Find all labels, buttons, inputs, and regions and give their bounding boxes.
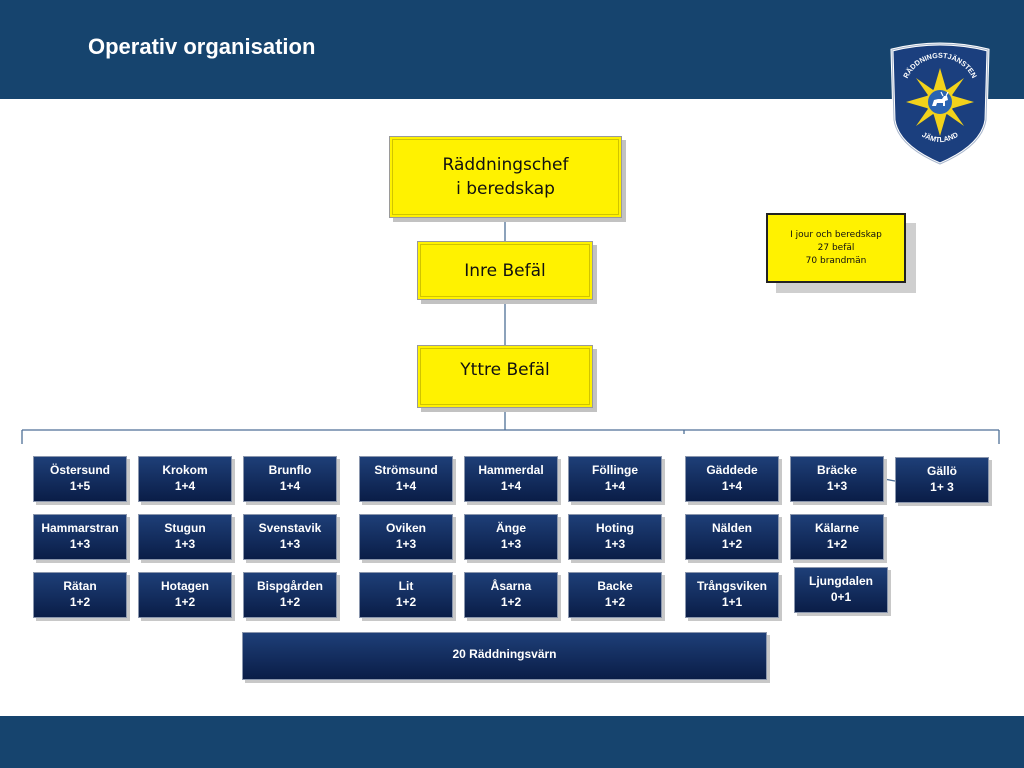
station-name: Hoting — [596, 521, 634, 535]
station-name: Lit — [398, 579, 414, 593]
station-name: Gäddede — [706, 463, 758, 477]
station-crew: 0+1 — [830, 590, 852, 604]
station-crew: 1+5 — [69, 479, 91, 493]
station-box: Oviken 1+3 — [359, 514, 453, 560]
outer-officer-box: Yttre Befäl — [417, 345, 593, 408]
station-name: Bräcke — [816, 463, 858, 477]
station-box: Åsarna 1+2 — [464, 572, 558, 618]
svg-text:JÄMTLAND: JÄMTLAND — [920, 130, 959, 144]
chief-title: Räddningschef — [442, 155, 569, 175]
inner-officer-label: Inre Befäl — [464, 260, 546, 281]
station-box: Brunflo 1+4 — [243, 456, 337, 502]
station-box: Hammerdal 1+4 — [464, 456, 558, 502]
station-box: Stugun 1+3 — [138, 514, 232, 560]
station-name: Hotagen — [161, 579, 209, 593]
station-box: Änge 1+3 — [464, 514, 558, 560]
station-name: Hammerdal — [478, 463, 544, 477]
station-box: Östersund 1+5 — [33, 456, 127, 502]
station-box: Hoting 1+3 — [568, 514, 662, 560]
volunteer-units-label: 20 Räddningsvärn — [452, 647, 557, 661]
station-box: Strömsund 1+4 — [359, 456, 453, 502]
station-crew: 1+1 — [721, 595, 743, 609]
station-crew: 1+ 3 — [930, 480, 954, 494]
info-line: 70 brandmän — [805, 256, 867, 266]
station-name: Nälden — [711, 521, 752, 535]
station-box: Nälden 1+2 — [685, 514, 779, 560]
shield-icon: RÄDDNINGSTJÄNSTEN JÄMTLAND — [890, 42, 990, 166]
station-box: Kälarne 1+2 — [790, 514, 884, 560]
station-crew: 1+2 — [826, 537, 848, 551]
station-crew: 1+3 — [500, 537, 522, 551]
station-name: Gällö — [926, 464, 957, 478]
info-line: I jour och beredskap — [790, 230, 882, 240]
info-line: 27 befäl — [817, 243, 855, 253]
station-crew: 1+3 — [395, 537, 417, 551]
station-box: Backe 1+2 — [568, 572, 662, 618]
station-box: Hammarstran 1+3 — [33, 514, 127, 560]
station-name: Svenstavik — [258, 521, 322, 535]
station-crew: 1+3 — [604, 537, 626, 551]
station-name: Ljungdalen — [809, 574, 873, 588]
station-name: Oviken — [385, 521, 427, 535]
station-box: Lit 1+2 — [359, 572, 453, 618]
footer-bar — [0, 716, 1024, 768]
station-name: Bispgården — [256, 579, 323, 593]
inner-officer-box: Inre Befäl — [417, 241, 593, 300]
header-bar: Operativ organisation — [0, 0, 1024, 99]
station-crew: 1+3 — [174, 537, 196, 551]
station-crew: 1+2 — [604, 595, 626, 609]
station-crew: 1+2 — [279, 595, 301, 609]
station-crew: 1+3 — [826, 479, 848, 493]
station-box: Ljungdalen 0+1 — [794, 567, 888, 613]
station-name: Åsarna — [490, 579, 532, 593]
station-crew: 1+2 — [500, 595, 522, 609]
chief-on-duty-box: Räddningschef i beredskap — [389, 136, 622, 218]
outer-officer-label: Yttre Befäl — [460, 359, 550, 380]
station-name: Änge — [496, 521, 526, 535]
staffing-info-box: I jour och beredskap 27 befäl 70 brandmä… — [766, 213, 906, 283]
chief-subtitle: i beredskap — [456, 179, 555, 199]
station-crew: 1+4 — [721, 479, 743, 493]
station-box: Hotagen 1+2 — [138, 572, 232, 618]
station-box: Bispgården 1+2 — [243, 572, 337, 618]
station-name: Backe — [597, 579, 633, 593]
station-box: Svenstavik 1+3 — [243, 514, 337, 560]
station-box: Rätan 1+2 — [33, 572, 127, 618]
station-crew: 1+4 — [604, 479, 626, 493]
station-crew: 1+2 — [395, 595, 417, 609]
station-crew: 1+3 — [279, 537, 301, 551]
station-crew: 1+2 — [721, 537, 743, 551]
volunteer-units-box: 20 Räddningsvärn — [242, 632, 767, 680]
station-name: Hammarstran — [41, 521, 119, 535]
station-name: Krokom — [162, 463, 208, 477]
station-name: Rätan — [63, 579, 97, 593]
station-box: Bräcke 1+3 — [790, 456, 884, 502]
station-crew: 1+4 — [500, 479, 522, 493]
station-box: Trångsviken 1+1 — [685, 572, 779, 618]
station-name: Brunflo — [268, 463, 312, 477]
station-name: Östersund — [49, 463, 110, 477]
station-box: Krokom 1+4 — [138, 456, 232, 502]
station-name: Kälarne — [814, 521, 860, 535]
raddningstjansten-logo: RÄDDNINGSTJÄNSTEN JÄMTLAND — [886, 42, 994, 166]
station-crew: 1+4 — [174, 479, 196, 493]
station-name: Trångsviken — [696, 579, 768, 593]
station-crew: 1+2 — [174, 595, 196, 609]
station-name: Strömsund — [374, 463, 438, 477]
station-crew: 1+3 — [69, 537, 91, 551]
station-crew: 1+4 — [279, 479, 301, 493]
station-box: Gällö 1+ 3 — [895, 457, 989, 503]
station-crew: 1+2 — [69, 595, 91, 609]
page-title: Operativ organisation — [88, 34, 316, 59]
station-name: Stugun — [164, 521, 206, 535]
station-box: Gäddede 1+4 — [685, 456, 779, 502]
station-crew: 1+4 — [395, 479, 417, 493]
station-name: Föllinge — [592, 463, 638, 477]
station-box: Föllinge 1+4 — [568, 456, 662, 502]
logo-bottom-text: JÄMTLAND — [920, 130, 959, 144]
